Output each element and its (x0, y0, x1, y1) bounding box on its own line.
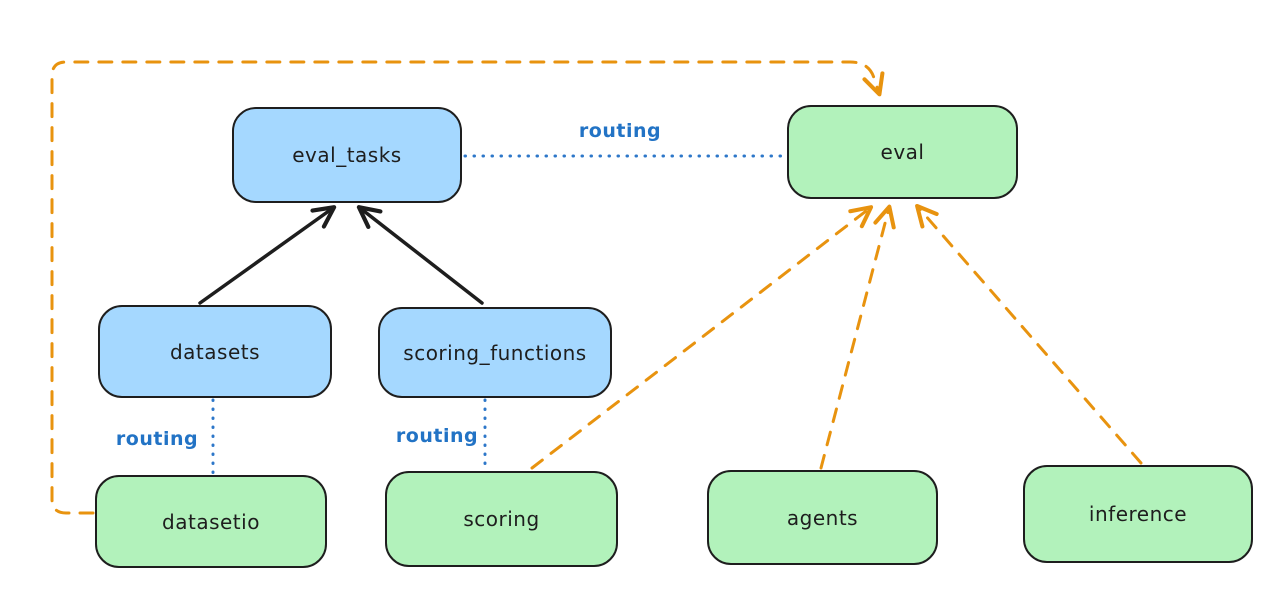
node-scoring-functions: scoring_functions (378, 307, 612, 398)
node-scoring-functions-label: scoring_functions (403, 340, 587, 365)
edge-scoring-functions-to-eval-tasks (356, 205, 484, 305)
node-datasets-label: datasets (169, 339, 261, 364)
node-agents-label: agents (786, 505, 859, 530)
edge-datasets-to-eval-tasks (198, 205, 337, 305)
node-eval: eval (787, 105, 1018, 199)
edge-inference-to-eval (915, 203, 1143, 465)
node-agents: agents (707, 470, 938, 565)
edge-label-routing-top: routing (578, 120, 662, 142)
edge-label-routing-datasets: routing (115, 428, 199, 450)
edge-scoring-to-eval (530, 205, 874, 470)
node-datasetio: datasetio (95, 475, 327, 568)
edge-label-routing-scoring: routing (395, 425, 479, 447)
edge-agents-to-eval (819, 204, 896, 470)
node-datasets: datasets (98, 305, 332, 398)
node-datasetio-label: datasetio (162, 509, 260, 534)
edge-datasetio-to-eval (50, 60, 885, 515)
node-scoring-label: scoring (463, 507, 540, 531)
node-eval-tasks: eval_tasks (232, 107, 462, 203)
node-scoring: scoring (385, 471, 618, 567)
node-eval-label: eval (880, 140, 925, 164)
node-inference: inference (1023, 465, 1253, 563)
node-eval-tasks-label: eval_tasks (292, 143, 402, 167)
node-inference-label: inference (1088, 502, 1188, 526)
